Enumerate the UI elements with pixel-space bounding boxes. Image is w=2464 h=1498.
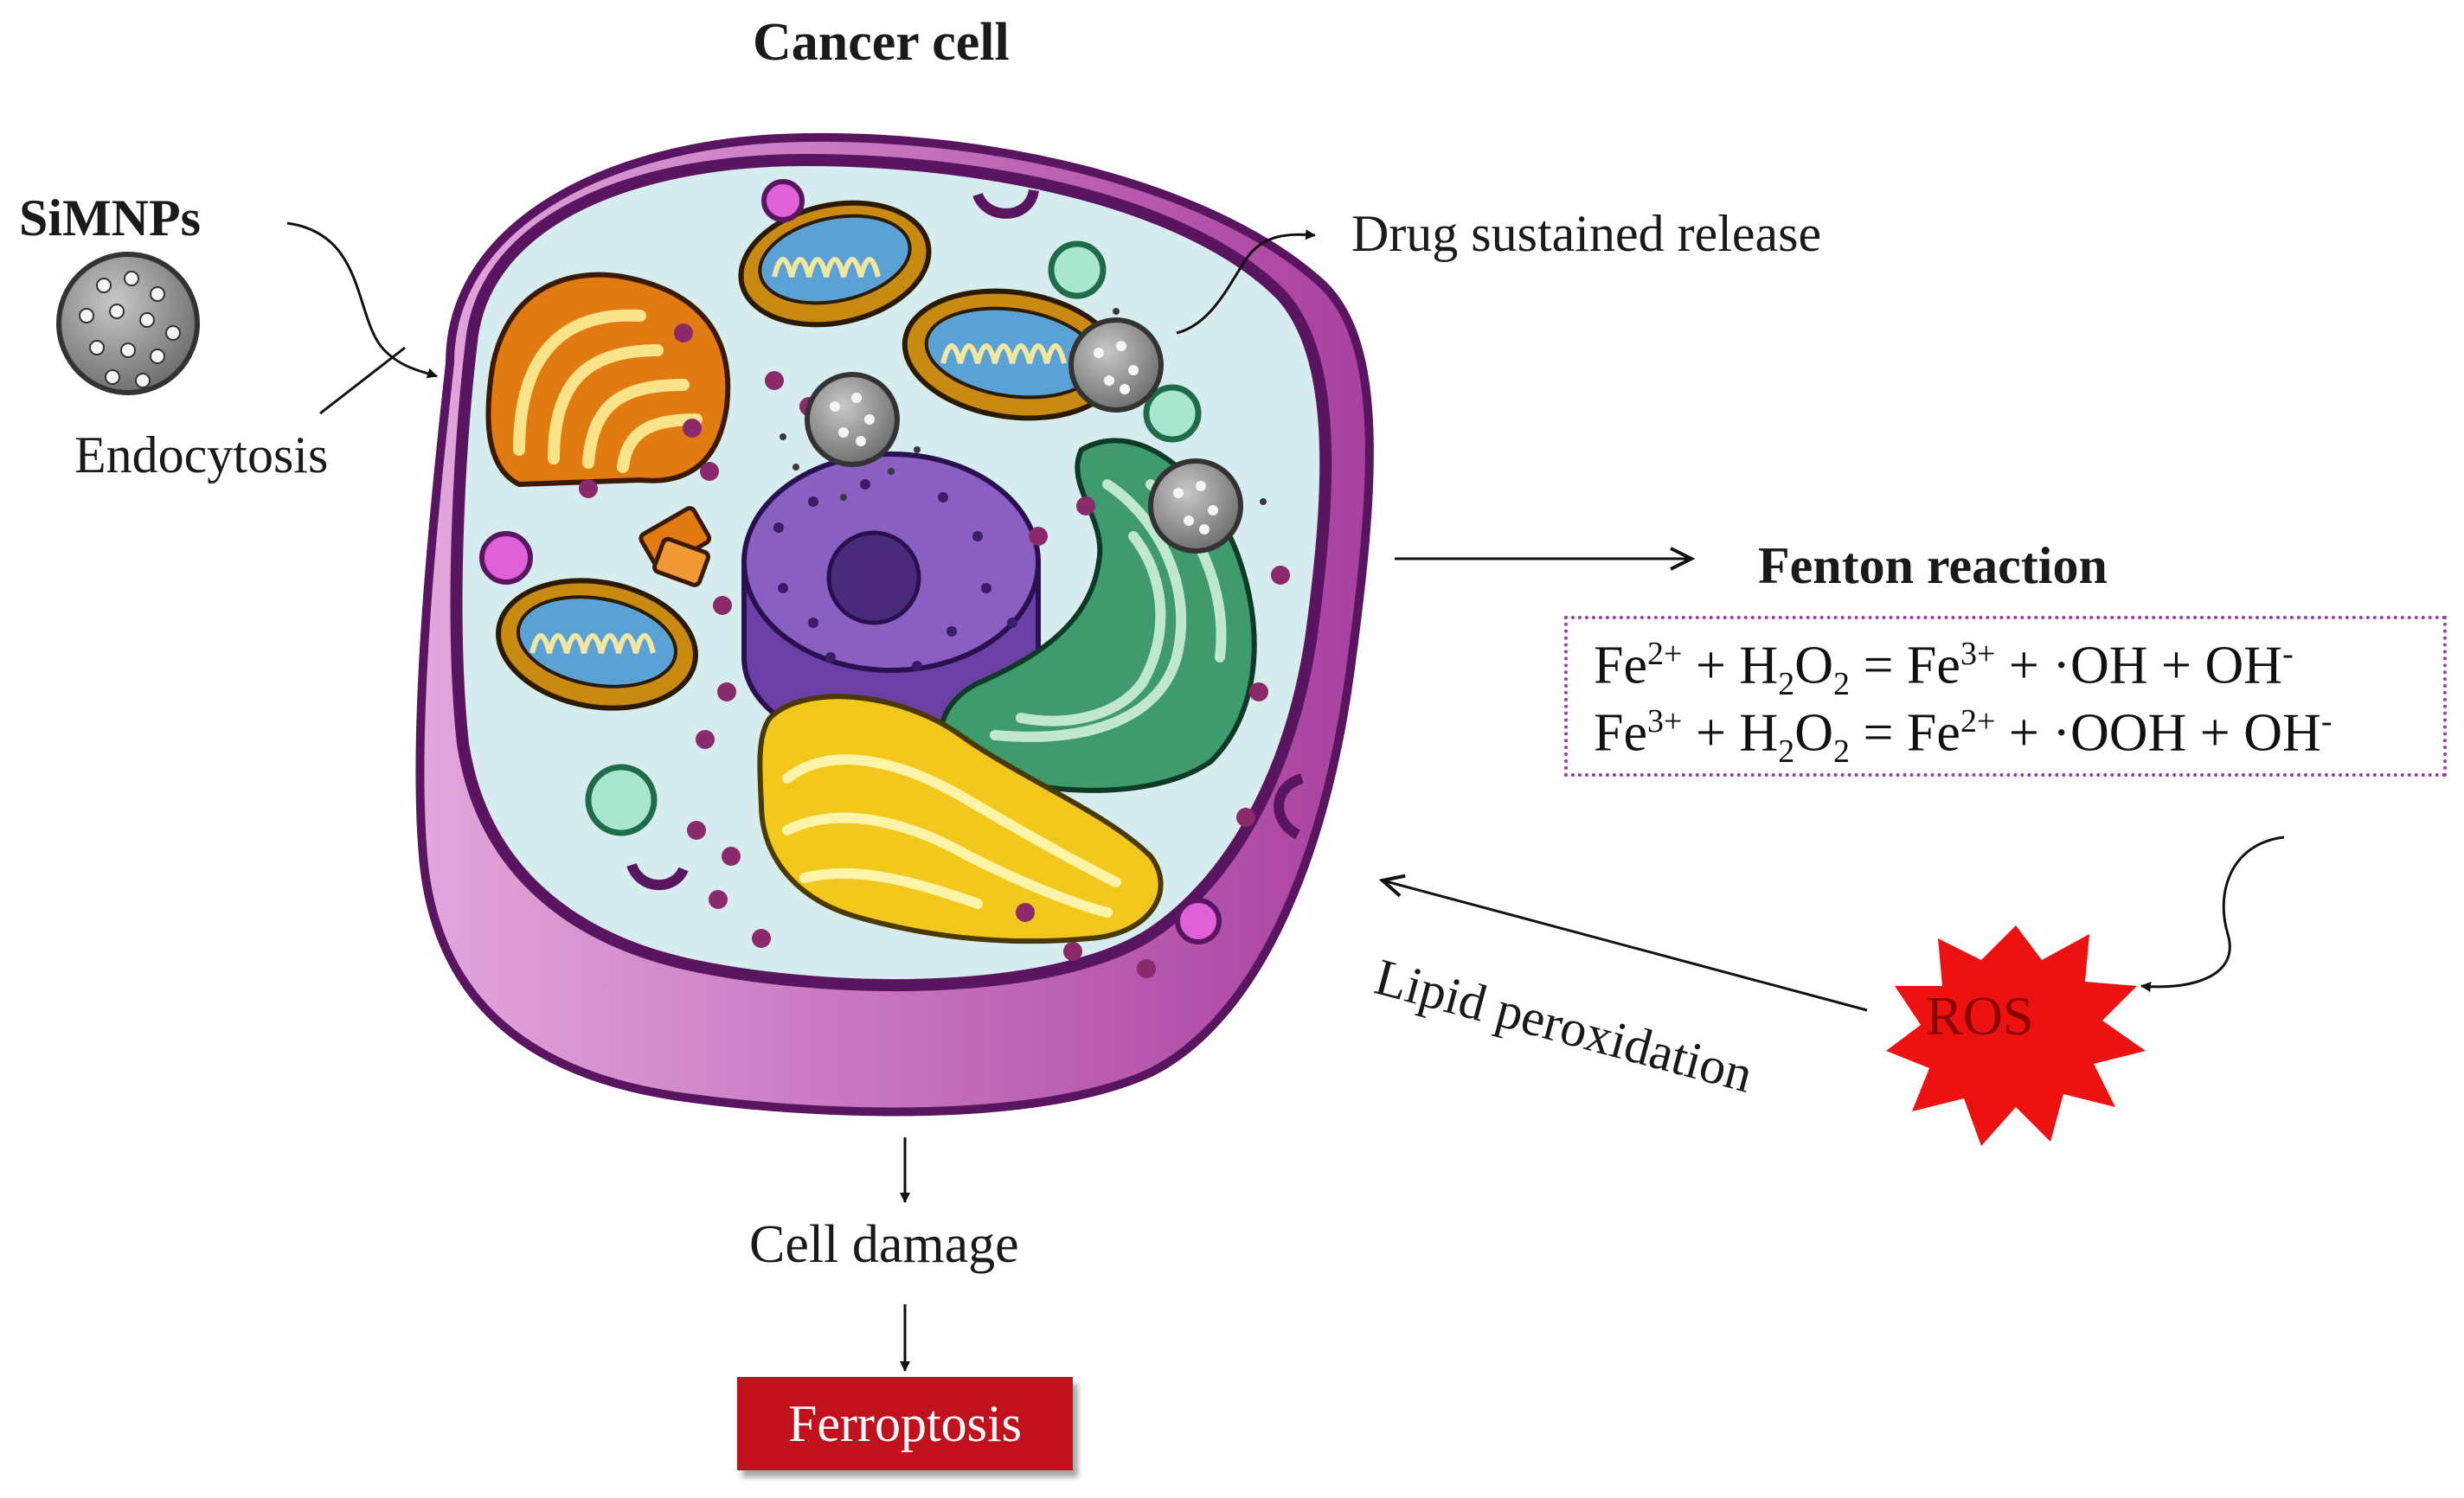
fenton-equation-1: Fe2+ + H2O2 = Fe3+ + ·OH + OH- xyxy=(1594,636,2294,703)
fenton-equation-box: Fe2+ + H2O2 = Fe3+ + ·OH + OH- Fe3+ + H2… xyxy=(1564,616,2447,777)
mitochondrion-top xyxy=(738,200,932,328)
fenton-title: Fenton reaction xyxy=(1758,537,2108,594)
ros-burst xyxy=(1886,925,2146,1146)
cell-title: Cancer cell xyxy=(753,13,1010,72)
nanoparticle-icon xyxy=(56,252,200,395)
drug-release-label: Drug sustained release xyxy=(1351,205,1822,262)
mitochondrion-right xyxy=(902,288,1123,421)
endocytosis-label: Endocytosis xyxy=(74,426,329,483)
ros-label: ROS xyxy=(1926,985,2034,1047)
ferroptosis-label: Ferroptosis xyxy=(788,1394,1022,1452)
arrows xyxy=(286,221,2285,1372)
mitochondrion-left xyxy=(496,578,698,711)
ferroptosis-box: Ferroptosis xyxy=(737,1377,1073,1470)
golgi-orange xyxy=(485,272,731,488)
cell-damage-label: Cell damage xyxy=(749,1215,1019,1274)
centriole xyxy=(638,506,712,587)
fenton-equation-2: Fe3+ + H2O2 = Fe2+ + ·OOH + OH- xyxy=(1594,703,2332,771)
nanoparticles-in-cell xyxy=(805,317,1243,554)
nanoparticle-label: SiMNPs xyxy=(19,189,201,246)
er-yellow xyxy=(757,694,1164,944)
vesicles xyxy=(479,179,1290,978)
